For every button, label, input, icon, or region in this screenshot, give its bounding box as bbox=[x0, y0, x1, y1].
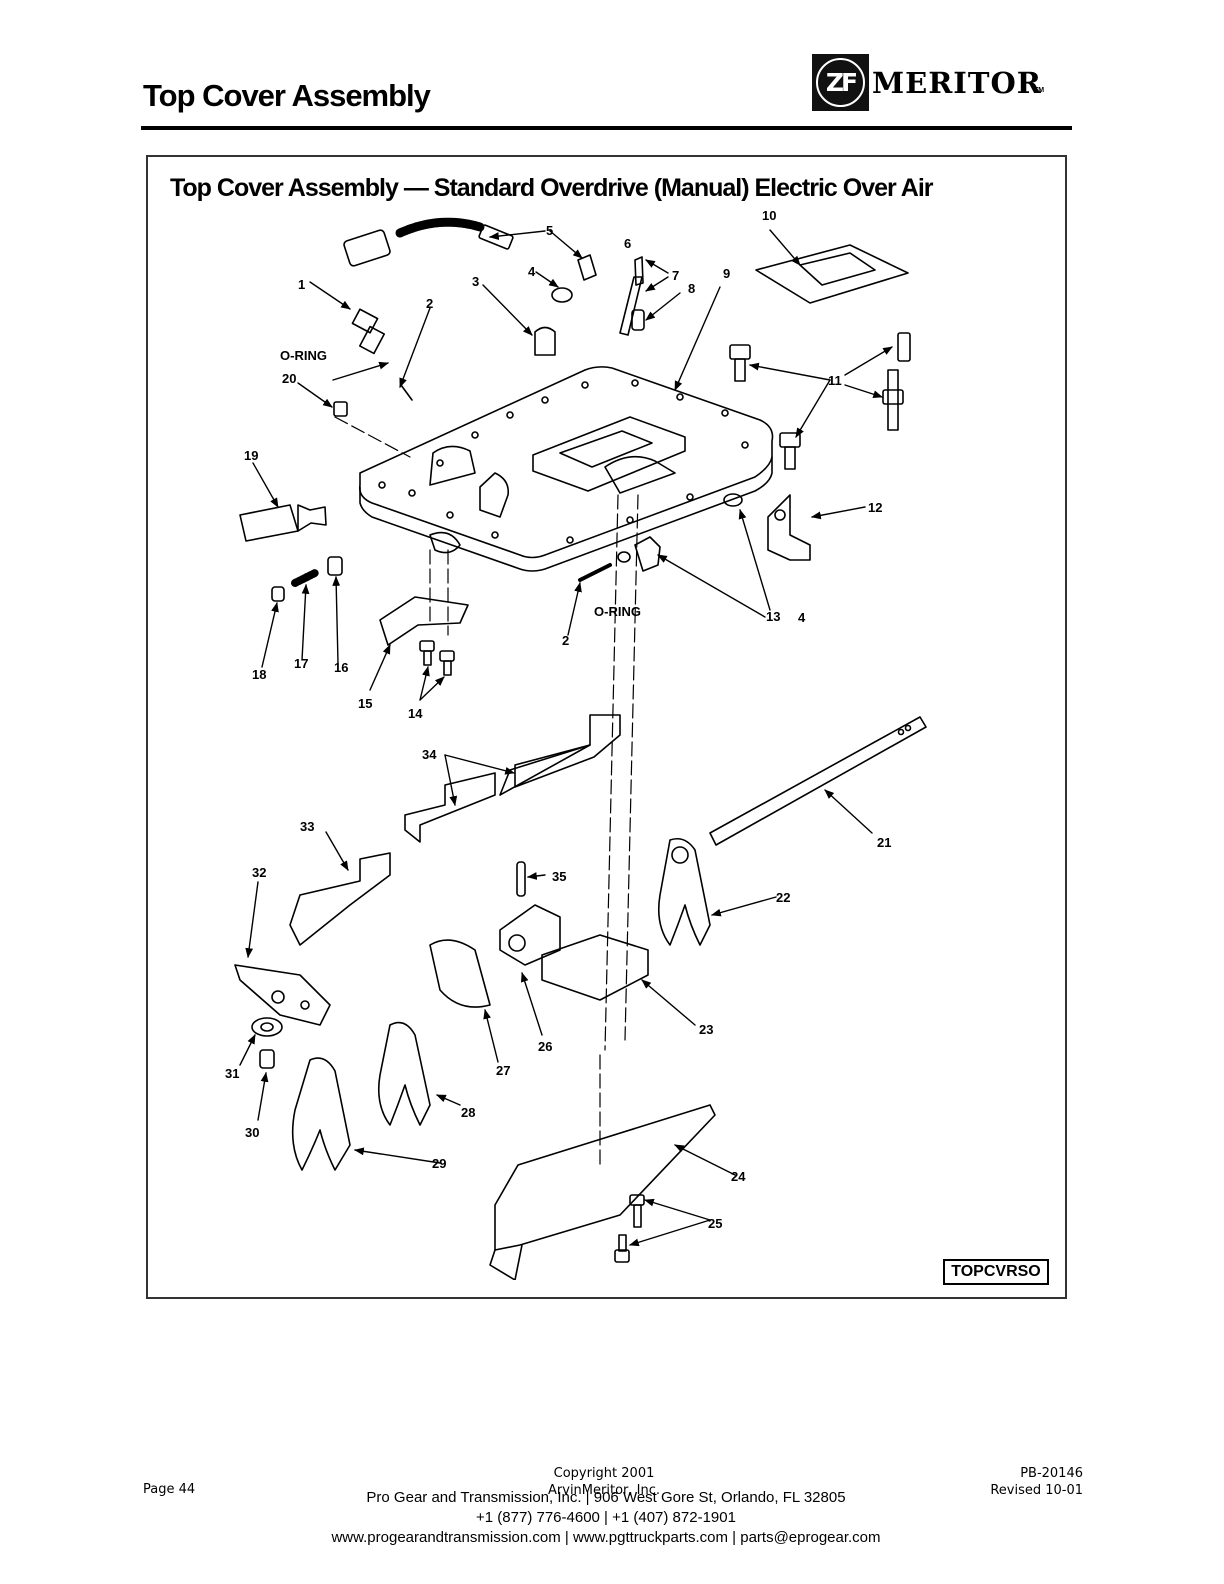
callout-7: 7 bbox=[672, 268, 679, 283]
sealant-tube bbox=[239, 504, 327, 542]
page-title: Top Cover Assembly bbox=[143, 78, 431, 113]
header-rule bbox=[141, 126, 1072, 130]
figure-title: Top Cover Assembly — Standard Overdrive … bbox=[170, 174, 933, 202]
gasket bbox=[755, 244, 909, 304]
cover-bolt-holes bbox=[378, 379, 749, 544]
callout-26: 26 bbox=[538, 1039, 552, 1054]
callout-12: 12 bbox=[868, 500, 882, 515]
bracket bbox=[767, 494, 811, 561]
callout-2: 2 bbox=[426, 296, 433, 311]
callout-5: 5 bbox=[546, 223, 553, 238]
alignment-lines bbox=[334, 416, 639, 1166]
revision-date: Revised 10-01 bbox=[990, 1483, 1083, 1498]
callout-16: 16 bbox=[334, 660, 348, 675]
oring-label-lower: O-RING bbox=[594, 604, 641, 619]
callout-21: 21 bbox=[877, 835, 891, 850]
plug bbox=[723, 493, 743, 507]
dealer-address: Pro Gear and Transmission, Inc. | 906 We… bbox=[366, 1489, 846, 1506]
callout-33: 33 bbox=[300, 819, 314, 834]
callout-35: 35 bbox=[552, 869, 566, 884]
callout-10: 10 bbox=[762, 208, 776, 223]
shift-rails bbox=[289, 714, 621, 946]
lower-bracket bbox=[489, 1104, 716, 1280]
callout-30: 30 bbox=[245, 1125, 259, 1140]
callout-17: 17 bbox=[294, 656, 308, 671]
copyright-holder: ArvinMeritor, Inc. bbox=[548, 1483, 660, 1498]
callout-14: 14 bbox=[408, 706, 423, 721]
capscrews-and-dowels bbox=[729, 332, 911, 470]
dealer-phones: +1 (877) 776-4600 | +1 (407) 872-1901 bbox=[476, 1509, 736, 1526]
figure-frame bbox=[146, 155, 1067, 1299]
callout-32: 32 bbox=[252, 865, 266, 880]
exploded-parts-diagram: 1 2 2 3 4 4 5 6 7 8 9 10 11 12 13 14 15 … bbox=[225, 208, 927, 1280]
callout-8: 8 bbox=[688, 281, 695, 296]
callout-11: 11 bbox=[828, 373, 842, 388]
callout-2b: 2 bbox=[562, 633, 569, 648]
callout-20: 20 bbox=[282, 371, 296, 386]
shift-forks bbox=[291, 837, 711, 1171]
callout-19: 19 bbox=[244, 448, 258, 463]
callout-29: 29 bbox=[432, 1156, 446, 1171]
footer-page-number: Page 44 bbox=[143, 1482, 196, 1497]
callout-25: 25 bbox=[708, 1216, 722, 1231]
detent-parts bbox=[271, 556, 343, 602]
roll-pin bbox=[578, 563, 612, 582]
interlock-plate bbox=[379, 596, 469, 676]
oring-label-upper: O-RING bbox=[280, 348, 327, 363]
callout-4b: 4 bbox=[798, 610, 806, 625]
callout-27: 27 bbox=[496, 1063, 510, 1078]
callout-9: 9 bbox=[723, 266, 730, 281]
callout-13: 13 bbox=[766, 609, 780, 624]
dealer-links[interactable]: www.progearandtransmission.com | www.pgt… bbox=[331, 1529, 881, 1546]
trademark-mark: TM bbox=[1034, 87, 1045, 94]
shift-shaft bbox=[709, 716, 927, 846]
doc-number: PB-20146 bbox=[1020, 1466, 1083, 1481]
vent-and-plug-parts bbox=[333, 254, 645, 417]
copyright-year: Copyright 2001 bbox=[553, 1466, 655, 1481]
callout-3: 3 bbox=[472, 274, 479, 289]
footer-doc-info: PB-20146 Revised 10-01 bbox=[990, 1465, 1083, 1499]
callout-15: 15 bbox=[358, 696, 372, 711]
brand-name: MERITOR bbox=[872, 66, 1042, 100]
callout-28: 28 bbox=[461, 1105, 475, 1120]
leader-lines bbox=[239, 229, 893, 1247]
detent-plug bbox=[617, 536, 661, 572]
zf-badge-letters: ZF bbox=[816, 58, 865, 107]
figure-code: TOPCVRSO bbox=[943, 1259, 1049, 1285]
yoke-plate bbox=[234, 964, 331, 1069]
callout-23: 23 bbox=[699, 1022, 713, 1037]
callout-1: 1 bbox=[298, 277, 305, 292]
callout-24: 24 bbox=[731, 1169, 746, 1184]
oil-temperature-sensor bbox=[351, 308, 386, 355]
shift-blocks bbox=[429, 861, 649, 1008]
callout-18: 18 bbox=[252, 667, 266, 682]
zf-meritor-logo: ZF MERITOR TM bbox=[812, 54, 1044, 111]
callout-31: 31 bbox=[225, 1066, 239, 1081]
callout-numbers: 1 2 2 3 4 4 5 6 7 8 9 10 11 12 13 14 15 … bbox=[225, 208, 891, 1231]
footer-copyright: Copyright 2001 ArvinMeritor, Inc. bbox=[0, 1465, 1208, 1499]
callout-4: 4 bbox=[528, 264, 536, 279]
zf-badge-icon: ZF bbox=[812, 54, 869, 111]
callout-6: 6 bbox=[624, 236, 631, 251]
callout-22: 22 bbox=[776, 890, 790, 905]
sensor-harness bbox=[343, 217, 514, 267]
callout-34: 34 bbox=[422, 747, 437, 762]
top-cover-plate bbox=[358, 366, 774, 572]
dealer-footer: Pro Gear and Transmission, Inc. | 906 We… bbox=[0, 1488, 1212, 1548]
